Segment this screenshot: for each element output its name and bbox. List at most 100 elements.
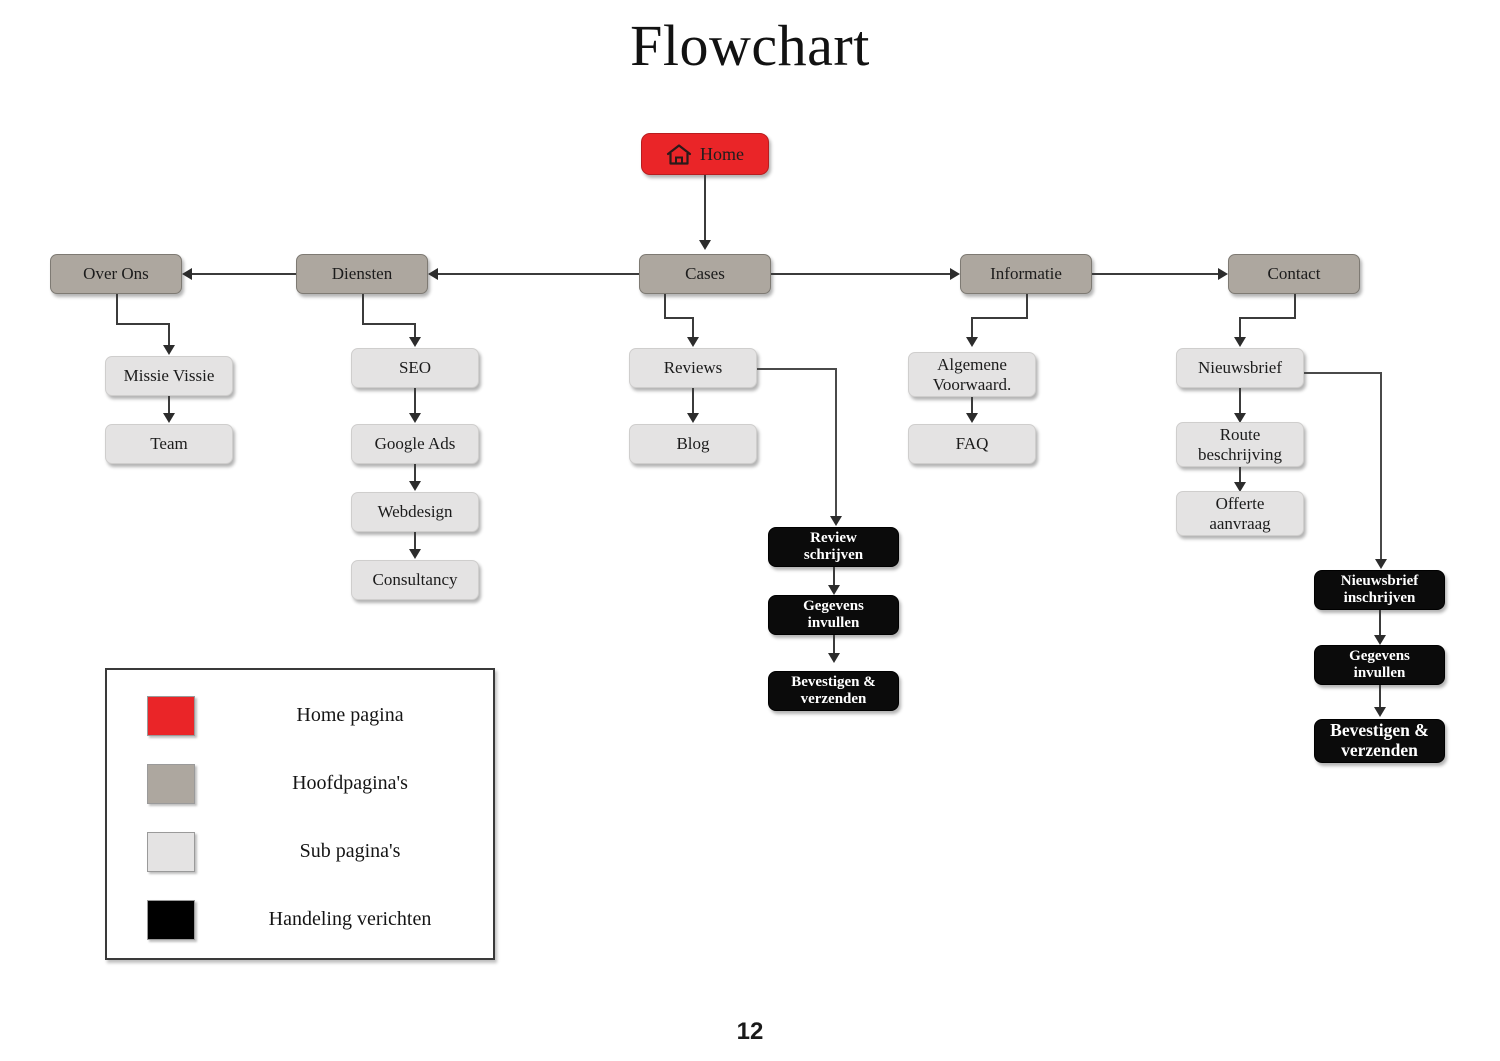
node-missie-vissie-label: Missie Vissie bbox=[123, 366, 215, 386]
node-over-ons[interactable]: Over Ons bbox=[50, 254, 182, 294]
node-route-beschrijving-line1: Route bbox=[1219, 425, 1261, 445]
connector-webdesign-consultancy bbox=[414, 532, 416, 549]
node-missie-vissie[interactable]: Missie Vissie bbox=[105, 356, 233, 396]
home-icon bbox=[666, 143, 692, 165]
node-bevestigen-verzenden-2-line1: Bevestigen & bbox=[1330, 720, 1429, 741]
connector-over-ons-down bbox=[168, 323, 170, 345]
connector-gegevens2-bevestigen2 bbox=[1379, 685, 1381, 707]
node-team[interactable]: Team bbox=[105, 424, 233, 464]
legend-row-subpaginas: Sub pagina's bbox=[107, 828, 493, 874]
connector-informatie-across bbox=[971, 317, 1028, 319]
connector-cases-diensten bbox=[438, 273, 639, 275]
node-offerte-aanvraag[interactable]: Offerte aanvraag bbox=[1176, 491, 1304, 536]
connector-inschrijven-gegevens2 bbox=[1379, 610, 1381, 635]
node-cases[interactable]: Cases bbox=[639, 254, 771, 294]
connector-diensten-over-ons bbox=[192, 273, 296, 275]
connector-review-gegevens bbox=[833, 567, 835, 585]
arrowhead-bevestigen-verzenden bbox=[828, 653, 840, 663]
legend-label-hoofdpaginas: Hoofdpagina's bbox=[292, 772, 408, 794]
node-google-ads-label: Google Ads bbox=[374, 434, 456, 454]
node-algemene-voorwaarden-line2: Voorwaard. bbox=[932, 374, 1012, 394]
arrowhead-home-cases bbox=[699, 240, 711, 250]
arrowhead-route-beschrijving bbox=[1234, 413, 1246, 423]
node-seo-label: SEO bbox=[398, 358, 432, 378]
node-gegevens-invullen-line1: Gegevens bbox=[803, 598, 864, 615]
node-gegevens-invullen-2[interactable]: Gegevens invullen bbox=[1314, 645, 1445, 685]
legend-row-handeling: Handeling verichten bbox=[107, 896, 493, 942]
node-faq[interactable]: FAQ bbox=[908, 424, 1036, 464]
connector-over-ons-drop bbox=[116, 294, 118, 324]
arrowhead-seo bbox=[409, 337, 421, 347]
arrowhead-webdesign bbox=[409, 481, 421, 491]
arrowhead-review-schrijven bbox=[830, 516, 842, 526]
node-bevestigen-verzenden[interactable]: Bevestigen & verzenden bbox=[768, 671, 899, 711]
node-home[interactable]: Home bbox=[641, 133, 769, 175]
node-webdesign-label: Webdesign bbox=[377, 502, 453, 522]
node-bevestigen-verzenden-line1: Bevestigen & bbox=[791, 674, 876, 691]
node-review-schrijven[interactable]: Review schrijven bbox=[768, 527, 899, 567]
node-consultancy[interactable]: Consultancy bbox=[351, 560, 479, 600]
node-offerte-aanvraag-line2: aanvraag bbox=[1209, 513, 1271, 533]
arrowhead-gegevens-invullen-2 bbox=[1374, 635, 1386, 645]
connector-contact-drop bbox=[1294, 294, 1296, 318]
legend-row-home: Home pagina bbox=[107, 692, 493, 738]
connector-nieuwsbrief-action-across bbox=[1304, 372, 1382, 374]
connector-cases-informatie bbox=[771, 273, 950, 275]
legend-box: Home pagina Hoofdpagina's Sub pagina's H… bbox=[105, 668, 495, 960]
node-gegevens-invullen-2-line1: Gegevens bbox=[1349, 648, 1410, 665]
arrowhead-informatie bbox=[950, 268, 960, 280]
connector-informatie-down bbox=[971, 317, 973, 337]
connector-route-offerte bbox=[1239, 467, 1241, 482]
legend-label-home: Home pagina bbox=[296, 704, 404, 726]
arrowhead-google-ads bbox=[409, 413, 421, 423]
node-seo[interactable]: SEO bbox=[351, 348, 479, 388]
arrowhead-consultancy bbox=[409, 549, 421, 559]
node-contact[interactable]: Contact bbox=[1228, 254, 1360, 294]
node-reviews-label: Reviews bbox=[663, 358, 723, 378]
node-nieuwsbrief[interactable]: Nieuwsbrief bbox=[1176, 348, 1304, 388]
arrowhead-diensten bbox=[428, 268, 438, 280]
connector-home-cases bbox=[704, 175, 706, 240]
node-bevestigen-verzenden-line2: verzenden bbox=[800, 691, 867, 707]
node-consultancy-label: Consultancy bbox=[372, 570, 458, 590]
node-gegevens-invullen-line2: invullen bbox=[807, 615, 860, 631]
node-bevestigen-verzenden-2-line2: verzenden bbox=[1341, 740, 1418, 760]
connector-cases-drop bbox=[664, 294, 666, 318]
arrowhead-faq bbox=[966, 413, 978, 423]
arrowhead-offerte-aanvraag bbox=[1234, 482, 1246, 492]
node-informatie[interactable]: Informatie bbox=[960, 254, 1092, 294]
node-route-beschrijving-line2: beschrijving bbox=[1197, 444, 1283, 464]
page-number: 12 bbox=[736, 1018, 764, 1045]
node-route-beschrijving[interactable]: Route beschrijving bbox=[1176, 422, 1304, 467]
node-reviews[interactable]: Reviews bbox=[629, 348, 757, 388]
arrowhead-reviews bbox=[687, 337, 699, 347]
node-webdesign[interactable]: Webdesign bbox=[351, 492, 479, 532]
node-google-ads[interactable]: Google Ads bbox=[351, 424, 479, 464]
node-over-ons-label: Over Ons bbox=[83, 264, 149, 284]
connector-nieuwsbrief-route bbox=[1239, 388, 1241, 413]
arrowhead-algemene-voorwaarden bbox=[966, 337, 978, 347]
node-informatie-label: Informatie bbox=[990, 264, 1062, 284]
node-diensten[interactable]: Diensten bbox=[296, 254, 428, 294]
node-gegevens-invullen[interactable]: Gegevens invullen bbox=[768, 595, 899, 635]
connector-informatie-contact bbox=[1092, 273, 1218, 275]
node-bevestigen-verzenden-2[interactable]: Bevestigen & verzenden bbox=[1314, 719, 1445, 763]
node-gegevens-invullen-2-line2: invullen bbox=[1353, 665, 1406, 681]
legend-row-hoofdpaginas: Hoofdpagina's bbox=[107, 760, 493, 806]
connector-seo-googleads bbox=[414, 388, 416, 413]
arrowhead-nieuwsbrief bbox=[1234, 337, 1246, 347]
legend-swatch-home bbox=[147, 696, 195, 736]
legend-swatch-subpaginas bbox=[147, 832, 195, 872]
node-algemene-voorwaarden[interactable]: Algemene Voorwaard. bbox=[908, 352, 1036, 397]
connector-nieuwsbrief-action-down bbox=[1380, 372, 1382, 559]
node-nieuwsbrief-inschrijven[interactable]: Nieuwsbrief inschrijven bbox=[1314, 570, 1445, 610]
arrowhead-team bbox=[163, 413, 175, 423]
node-review-schrijven-line2: schrijven bbox=[803, 547, 864, 563]
arrowhead-missie-vissie bbox=[163, 345, 175, 355]
connector-voorwaarden-faq bbox=[971, 397, 973, 413]
node-team-label: Team bbox=[150, 434, 188, 454]
connector-cases-down bbox=[692, 317, 694, 337]
legend-swatch-handeling bbox=[147, 900, 195, 940]
legend-label-subpaginas: Sub pagina's bbox=[299, 840, 401, 862]
node-blog[interactable]: Blog bbox=[629, 424, 757, 464]
